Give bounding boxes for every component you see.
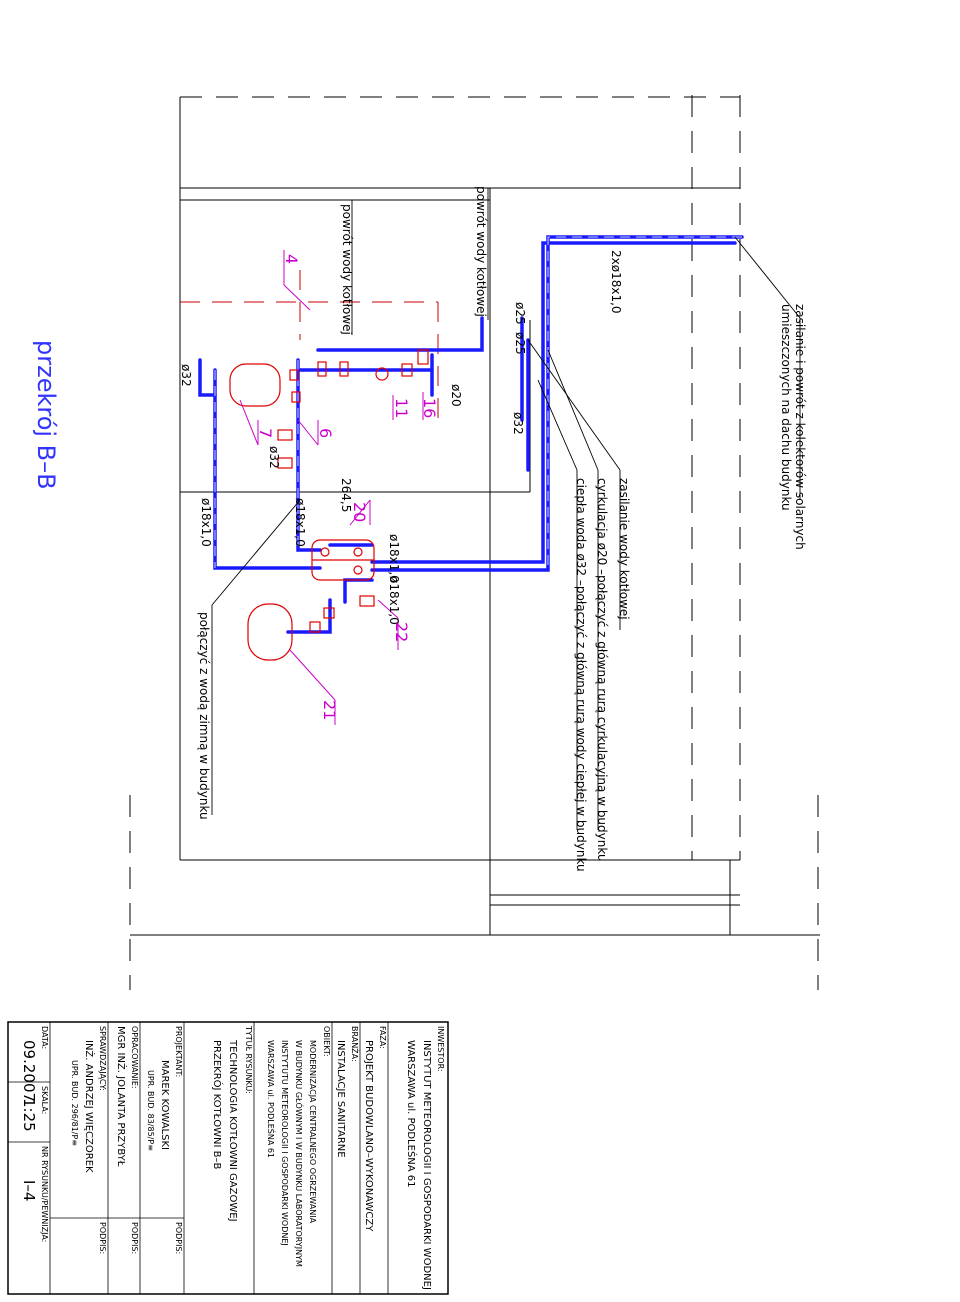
investor-line2: WARSZAWA ul. PODLEŚNA 61 <box>405 1040 418 1188</box>
designer-name: MAREK KOWALSKI <box>159 1060 170 1150</box>
hot-water-label: ciepła woda ø32 –połączyć z główną rurą … <box>574 478 588 872</box>
drawing-title-line1: TECHNOLOGIA KOTŁOWNI GAZOWEJ <box>227 1039 238 1222</box>
designer-label: PROJEKTANT: <box>174 1026 183 1077</box>
solar-note-1: zasilanie i powrót z kolektorów solarnyc… <box>793 304 807 550</box>
callout-6: 6 <box>316 428 335 438</box>
diameter-32-mid: ø32 <box>267 446 281 469</box>
drawing-title-label: TYTUŁ RYSUNKU: <box>244 1025 253 1094</box>
pipe-centerlines <box>214 236 742 570</box>
diameter-32-right: ø32 <box>511 412 525 435</box>
diameter-18-hx-top: ø18x1,0 <box>387 534 401 583</box>
object-line3: INSTYTUTU METEOROLOGII I GOSPODARKI WODN… <box>280 1040 289 1246</box>
diameter-25b: ø25 <box>513 332 527 355</box>
drawing-no-label: NR RYSUNKU/PEWNIZJA: <box>40 1146 49 1242</box>
callout-leaders <box>239 250 424 725</box>
callout-7: 7 <box>256 428 275 438</box>
phase-value: PROJEKT BUDOWLANO–WYKONAWCZY <box>363 1040 374 1232</box>
diameter-18-left: ø18x1,0 <box>199 498 213 547</box>
callout-16: 16 <box>420 398 439 418</box>
pipe-label-2x18: 2xø18x1,0 <box>609 250 623 314</box>
designer-sign: PODPIS: <box>174 1222 183 1254</box>
cold-water-label: połączyć z wodą zimną w budynku <box>197 612 211 820</box>
building-outline <box>129 95 820 990</box>
callout-20: 20 <box>350 502 369 522</box>
date-value: 09.2007 <box>20 1040 38 1102</box>
diameter-20: ø20 <box>449 384 463 407</box>
drawing-title-line2: PRZEKRÓJ KOTŁOWNI B–B <box>211 1040 224 1169</box>
sheet-title: przekrój B–B <box>32 340 60 490</box>
supply-label: zasilanie wody kotłowej <box>617 478 631 620</box>
leader-lines <box>211 188 801 830</box>
expansion-vessel <box>247 603 293 661</box>
investor-label: INWESTOR: <box>436 1026 445 1072</box>
circulation-label: cyrkulacja ø20 –połączyć z główną rurą c… <box>595 478 609 862</box>
callout-4: 4 <box>282 254 301 264</box>
pipe-network <box>198 235 744 634</box>
phase-label: FAZA: <box>378 1026 387 1049</box>
callout-22: 22 <box>392 622 411 642</box>
solar-note-2: umieszczonych na dachu budynku <box>779 304 793 511</box>
object-line2: W BUDYNKU GŁÓWNYM I W BUDYNKU LABORATORY… <box>294 1040 305 1267</box>
checked-name: INŻ. ANDRZEJ WIĘCZOREK <box>83 1040 96 1173</box>
date-label: DATA: <box>40 1026 49 1049</box>
callout-numbers: 4 6 7 11 16 20 21 22 <box>256 254 439 720</box>
object-label: OBIEKT: <box>322 1026 331 1057</box>
diameter-18-mid: ø18x1,0 <box>293 498 307 547</box>
buffer-tank <box>229 363 281 407</box>
diameter-25a: ø25 <box>513 302 527 325</box>
prepared-sign: PODPIS: <box>130 1222 139 1254</box>
guide-lines <box>180 270 439 418</box>
callout-21: 21 <box>320 700 339 720</box>
checked-license: UPR. BUD. 296/81/P≡ <box>70 1060 79 1146</box>
fittings <box>229 349 429 661</box>
checked-label: SPRAWDZAJĄCY: <box>98 1026 107 1091</box>
scale-label: SKALA: <box>40 1086 49 1114</box>
diameter-32-left: ø32 <box>179 364 193 387</box>
object-line4: WARSZAWA ul. PODLEŚNA 61 <box>266 1040 277 1158</box>
prepared-name: MGR INŻ. JOLANTA PRZYBYŁ <box>115 1026 128 1167</box>
branch-label: BRANŻA: <box>350 1026 360 1062</box>
dimension-264: 264,5 <box>339 478 353 512</box>
diameter-18-hx-bottom: ø18x1,0 <box>387 576 401 625</box>
callout-11: 11 <box>392 398 411 418</box>
drawing-no-value: I–4 <box>20 1180 38 1201</box>
scale-value: 1:25 <box>20 1098 38 1132</box>
designer-license: UPR. BUD. 83/85/P≡ <box>146 1070 155 1151</box>
return-label-left: powrót wody kotłowej <box>340 204 354 335</box>
branch-value: INSTALACJE SANITARNE <box>335 1040 346 1158</box>
return-label-top: powrót wody kotłowej <box>474 186 488 317</box>
checked-sign: PODPIS: <box>98 1222 107 1254</box>
title-block: INWESTOR: INSTYTUT METEOROLOGII I GOSPOD… <box>7 1021 449 1295</box>
object-line1: MODERNIZACJA CENTRALNEGO OGRZEWANIA <box>308 1040 317 1224</box>
prepared-label: OPRACOWANIE: <box>130 1026 139 1089</box>
investor-line1: INSTYTUT METEOROLOGII I GOSPODARKI WODNE… <box>421 1040 432 1290</box>
annotation-text: przekrój B–B zasilanie i powrót z kolekt… <box>32 186 807 872</box>
